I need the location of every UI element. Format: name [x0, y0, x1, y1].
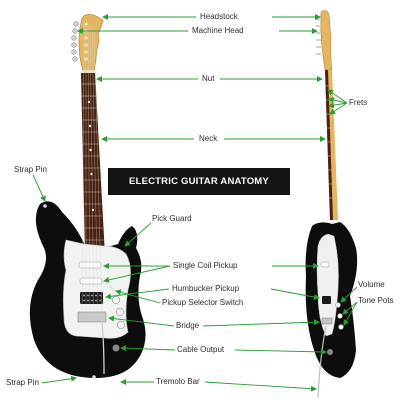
side-tone-knob-1	[337, 313, 343, 319]
label-humbucker: Humbucker Pickup	[172, 284, 240, 293]
front-cable-output	[112, 344, 120, 352]
front-tone-knob-1	[116, 308, 124, 316]
side-humbucker	[322, 296, 331, 304]
label-neck: Neck	[199, 134, 218, 143]
side-guitar	[305, 10, 358, 399]
side-bridge	[321, 317, 333, 325]
side-fretboard	[325, 70, 333, 220]
label-tremolo-bar: Tremolo Bar	[156, 377, 200, 386]
humbucker-poles	[83, 294, 101, 302]
front-strap-pin-top	[43, 204, 47, 208]
label-volume: Volume	[358, 280, 385, 289]
front-volume-knob	[112, 296, 120, 304]
title-banner: ELECTRIC GUITAR ANATOMY	[108, 168, 290, 195]
diagram-title: ELECTRIC GUITAR ANATOMY	[129, 176, 269, 187]
label-strap-pin-bottom: Strap Pin	[6, 378, 39, 387]
side-tuners	[316, 18, 321, 55]
front-tremolo-arm	[101, 321, 105, 375]
front-humbucker	[80, 292, 103, 304]
front-frets	[81, 83, 104, 241]
side-headstock	[320, 10, 333, 71]
front-selector-switch	[109, 285, 116, 293]
front-headstock	[78, 14, 104, 73]
label-pick-guard: Pick Guard	[152, 214, 192, 223]
side-cable-output	[327, 349, 333, 355]
side-pickguard	[316, 233, 339, 337]
front-strap-pin-bottom	[92, 375, 96, 379]
front-single-coil-2	[79, 277, 103, 285]
label-cable-output: Cable Output	[177, 345, 225, 354]
label-headstock: Headstock	[200, 12, 238, 21]
label-single-coil: Single Coil Pickup	[173, 261, 238, 270]
label-frets: Frets	[349, 98, 368, 107]
side-frets	[325, 85, 333, 199]
front-fretboard	[81, 72, 105, 255]
side-volume-knob	[335, 302, 341, 308]
front-strings	[81, 25, 103, 317]
label-selector-switch: Pickup Selector Switch	[162, 298, 244, 307]
label-nut: Nut	[202, 74, 215, 83]
front-guitar	[29, 14, 146, 379]
nut-graphic	[81, 70, 95, 73]
side-tremolo-arm	[317, 325, 327, 399]
side-single-coil	[320, 261, 330, 268]
front-tone-knob-2	[117, 321, 125, 329]
front-single-coil-1	[78, 261, 102, 269]
side-tone-knob-2	[338, 324, 344, 330]
callout-arrows	[32, 14, 358, 392]
label-strap-pin-top: Strap Pin	[14, 165, 47, 174]
label-tone-pots: Tone Pots	[358, 296, 394, 305]
machine-heads	[71, 21, 79, 62]
label-machine-head: Machine Head	[192, 26, 244, 35]
label-bridge: Bridge	[176, 321, 200, 330]
front-bridge	[77, 311, 107, 323]
